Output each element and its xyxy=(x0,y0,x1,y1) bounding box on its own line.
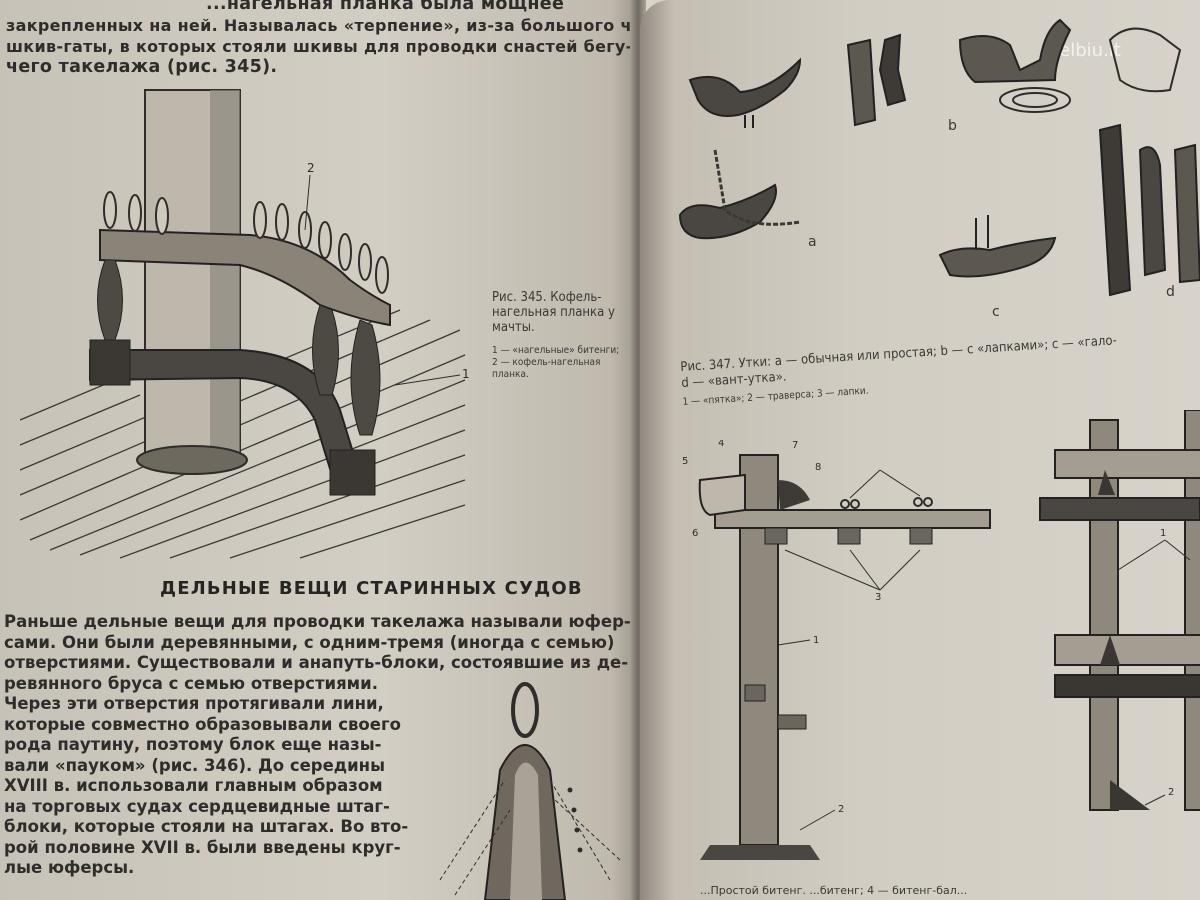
top-paragraph: ...нагельная планка была мощнее закрепле… xyxy=(6,0,636,78)
callout-8: 8 xyxy=(815,462,821,473)
text-line: Через эти отверстия протягивали лини, xyxy=(4,694,384,713)
text-line: закрепленных на ней. Называлась «терпени… xyxy=(6,16,636,35)
caption-title: Рис. 345. Кофель-нагельная планка у мачт… xyxy=(492,290,615,335)
figure-345-caption: Рис. 345. Кофель-нагельная планка у мачт… xyxy=(492,290,622,381)
figure-346-spider-block xyxy=(439,682,621,900)
figure-347-cleats: a b c d xyxy=(678,18,1200,320)
text-line: рой половине XVII в. были введены круг- xyxy=(4,837,401,857)
callout-1: 1 xyxy=(1160,528,1166,539)
text-line: на торговых судах сердцевидные штаг- xyxy=(4,796,390,816)
label-a: a xyxy=(808,234,817,250)
left-page: ...нагельная планка была мощнее закрепле… xyxy=(0,0,636,900)
label-b: b xyxy=(948,118,957,134)
caption-legend: 1 — «нагельные» битенги; 2 — кофель-наге… xyxy=(492,345,620,380)
text-line: ревянного бруса с семью отверстиями. xyxy=(4,673,378,693)
callout-2: 2 xyxy=(1168,787,1174,798)
callout-2: 2 xyxy=(838,804,844,815)
text-line: шкив-гаты, в которых стояли шкивы для пр… xyxy=(6,37,633,56)
callout-3: 3 xyxy=(875,592,881,603)
callout-5: 5 xyxy=(682,456,688,467)
bottom-caption-fragment: ...Простой битенг. ...битенг; 4 — битенг… xyxy=(700,884,968,897)
text-line: лые юферсы. xyxy=(4,858,135,877)
callout-1: 1 xyxy=(813,635,819,646)
callout-2: 2 xyxy=(307,161,315,175)
text-line: Раньше дельные вещи для проводки такелаж… xyxy=(4,612,631,631)
callout-1: 1 xyxy=(462,367,470,381)
text-line: XVIII в. использовали главным образом xyxy=(4,776,383,795)
text-line: которые совместно образовывали своего xyxy=(4,714,401,734)
text-line: вали «пауком» (рис. 346). До середины xyxy=(4,755,385,775)
text-line: рода паутину, поэтому блок еще назы- xyxy=(4,735,382,754)
section-heading: ДЕЛЬНЫЕ ВЕЩИ СТАРИННЫХ СУДОВ xyxy=(160,578,583,599)
figure-345-belaying-rail: 2 1 xyxy=(20,89,470,559)
label-d: d xyxy=(1166,284,1175,300)
text-line: блоки, которые стояли на штагах. Во вто- xyxy=(4,817,409,836)
callout-7: 7 xyxy=(792,440,798,451)
text-line: сами. Они были деревянными, с одним-трем… xyxy=(4,632,615,652)
body-paragraph: Раньше дельные вещи для проводки такелаж… xyxy=(4,612,631,879)
label-c: c xyxy=(992,304,1000,320)
text-line: чего такелажа (рис. 345). xyxy=(6,57,278,77)
figure-349-bitt-frame: 1 2 xyxy=(1039,410,1200,811)
callout-6: 6 xyxy=(692,528,698,539)
callout-4: 4 xyxy=(718,440,724,449)
text-line: ...нагельная планка была мощнее xyxy=(206,0,565,14)
figure-348-bitt-section: 5 4 7 8 6 3 1 2 xyxy=(682,440,991,860)
text-line: отверстиями. Существовали и анапуть-блок… xyxy=(4,653,629,672)
